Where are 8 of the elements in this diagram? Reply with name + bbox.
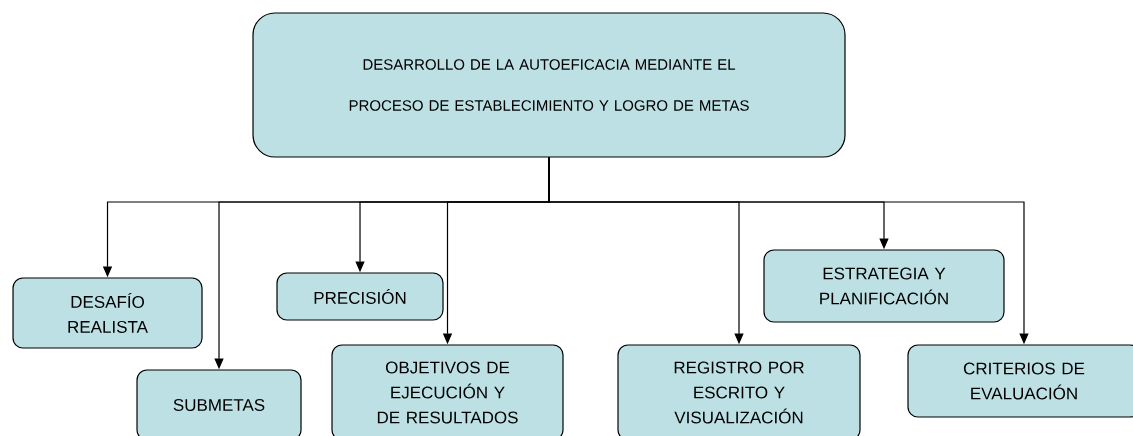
concept-box: PRECISIÓN [276, 272, 444, 321]
concept-box: REGISTRO POR ESCRITO Y VISUALIZACIÓN [617, 344, 861, 436]
concept-box: DESAFÍO REALISTA [12, 277, 203, 349]
concept-box: CRITERIOS DE EVALUACIÓN [907, 344, 1133, 418]
concept-box: SUBMETAS [136, 369, 302, 436]
concept-box: OBJETIVOS DE EJECUCIÓN Y DE RESULTADOS [331, 344, 564, 436]
title-box: DESARROLLO DE LA AUTOEFICACIA MEDIANTE EL PROCESO DE ESTABLECIMIENTO Y LOGRO DE METAS [252, 12, 846, 158]
concept-box: ESTRATEGIA Y PLANIFICACIÓN [763, 249, 1005, 323]
